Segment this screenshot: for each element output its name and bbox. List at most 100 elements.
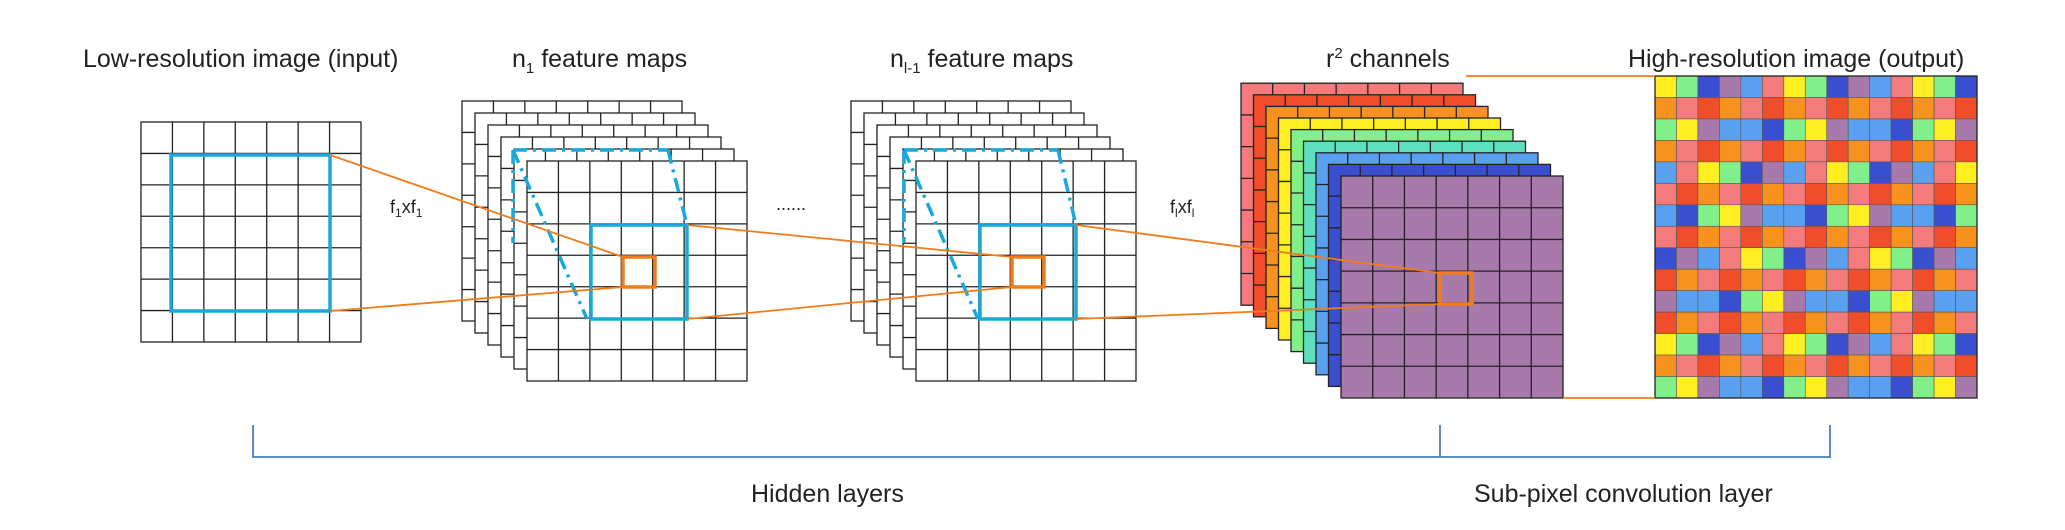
output-pixel [1654, 161, 1677, 184]
output-pixel [1890, 118, 1913, 141]
output-pixel [1933, 290, 1956, 313]
output-pixel [1890, 161, 1913, 184]
output-pixel [1783, 311, 1806, 334]
channel-layer-9-frame [1340, 175, 1564, 399]
output-pixel [1783, 354, 1806, 377]
output-pixel [1847, 290, 1870, 313]
output-pixel [1955, 118, 1978, 141]
output-pixel [1912, 290, 1935, 313]
output-pixel [1676, 311, 1699, 334]
output-pixel [1890, 204, 1913, 227]
output-pixel [1697, 183, 1720, 206]
output-image-title: High-resolution image (output) [1628, 45, 1964, 73]
ellipsis-label: ...... [776, 194, 806, 214]
nl-rest: feature maps [921, 45, 1074, 73]
output-pixel [1783, 225, 1806, 249]
output-pixel [1676, 140, 1699, 163]
output-pixel [1762, 75, 1785, 98]
output-pixel [1762, 118, 1785, 141]
nl-kernel [1010, 255, 1046, 289]
fl-mid: xf [1178, 197, 1193, 217]
output-pixel [1847, 183, 1870, 206]
output-pixel [1912, 161, 1935, 184]
output-pixel [1933, 140, 1956, 163]
output-pixel [1955, 97, 1978, 120]
output-pixel [1697, 333, 1720, 356]
output-pixel [1740, 118, 1763, 141]
output-pixel [1740, 290, 1763, 313]
output-pixel [1955, 268, 1978, 291]
output-pixel [1847, 268, 1870, 291]
output-pixel [1826, 354, 1849, 377]
output-pixel [1676, 75, 1699, 98]
output-pixel [1826, 204, 1849, 227]
output-pixel [1762, 225, 1785, 249]
output-pixel [1847, 140, 1870, 163]
connect-nl-to-channels-bottom [1075, 303, 1441, 320]
output-high-resolution-mosaic [1654, 75, 1978, 399]
output-pixel [1654, 225, 1677, 249]
connect-nl-to-channels-top [1075, 224, 1441, 274]
output-pixel [1847, 204, 1870, 227]
output-pixel [1869, 333, 1892, 356]
output-pixel [1740, 311, 1763, 334]
output-pixel [1933, 354, 1956, 377]
output-pixel [1826, 140, 1849, 163]
connect-input-to-n1-top [329, 154, 624, 258]
output-pixel [1676, 268, 1699, 291]
output-pixel [1783, 140, 1806, 163]
subpixel-layer-label: Sub-pixel convolution layer [1474, 480, 1773, 508]
output-pixel [1955, 183, 1978, 206]
connection-overlays [329, 75, 1655, 399]
output-pixel [1719, 75, 1742, 98]
output-pixel [1654, 118, 1677, 141]
output-pixel [1890, 333, 1913, 356]
output-pixel [1783, 118, 1806, 141]
output-pixel [1676, 183, 1699, 206]
output-pixel [1740, 161, 1763, 184]
output-pixel [1869, 183, 1892, 206]
output-pixel [1762, 161, 1785, 184]
output-pixel [1654, 75, 1677, 98]
n1-feature-map-stack [461, 100, 748, 382]
output-pixel [1912, 376, 1935, 399]
output-pixel [1654, 333, 1677, 356]
output-pixel [1890, 376, 1913, 399]
output-pixel [1740, 183, 1763, 206]
output-pixel [1676, 247, 1699, 270]
output-pixel [1804, 161, 1828, 184]
output-pixel [1804, 354, 1828, 377]
output-pixel [1676, 204, 1699, 227]
output-pixel [1826, 161, 1849, 184]
output-pixel [1890, 225, 1913, 249]
output-pixel [1869, 268, 1892, 291]
nl-feature-map-stack [850, 100, 1137, 382]
output-pixel [1762, 290, 1785, 313]
output-pixel [1912, 354, 1935, 377]
output-pixel [1847, 75, 1870, 98]
output-pixel [1719, 204, 1742, 227]
output-pixel [1933, 376, 1956, 399]
output-pixel [1826, 290, 1849, 313]
channels-base: r [1326, 45, 1334, 73]
output-pixel [1869, 204, 1892, 227]
output-pixel [1890, 268, 1913, 291]
hidden-layers-label: Hidden layers [751, 480, 904, 508]
output-pixel [1804, 376, 1828, 399]
output-pixel [1912, 247, 1935, 270]
output-pixel [1697, 225, 1720, 249]
output-pixel [1890, 183, 1913, 206]
output-pixel [1912, 268, 1935, 291]
output-pixel [1869, 311, 1892, 334]
output-pixel [1933, 118, 1956, 141]
output-pixel [1719, 225, 1742, 249]
nl-feature-maps-title: nl-1 feature maps [890, 45, 1073, 77]
output-pixel [1804, 247, 1828, 270]
output-pixel [1826, 97, 1849, 120]
output-pixel [1762, 311, 1785, 334]
output-pixel [1719, 333, 1742, 356]
output-pixel [1719, 183, 1742, 206]
output-pixel [1676, 376, 1699, 399]
output-pixel [1847, 225, 1870, 249]
